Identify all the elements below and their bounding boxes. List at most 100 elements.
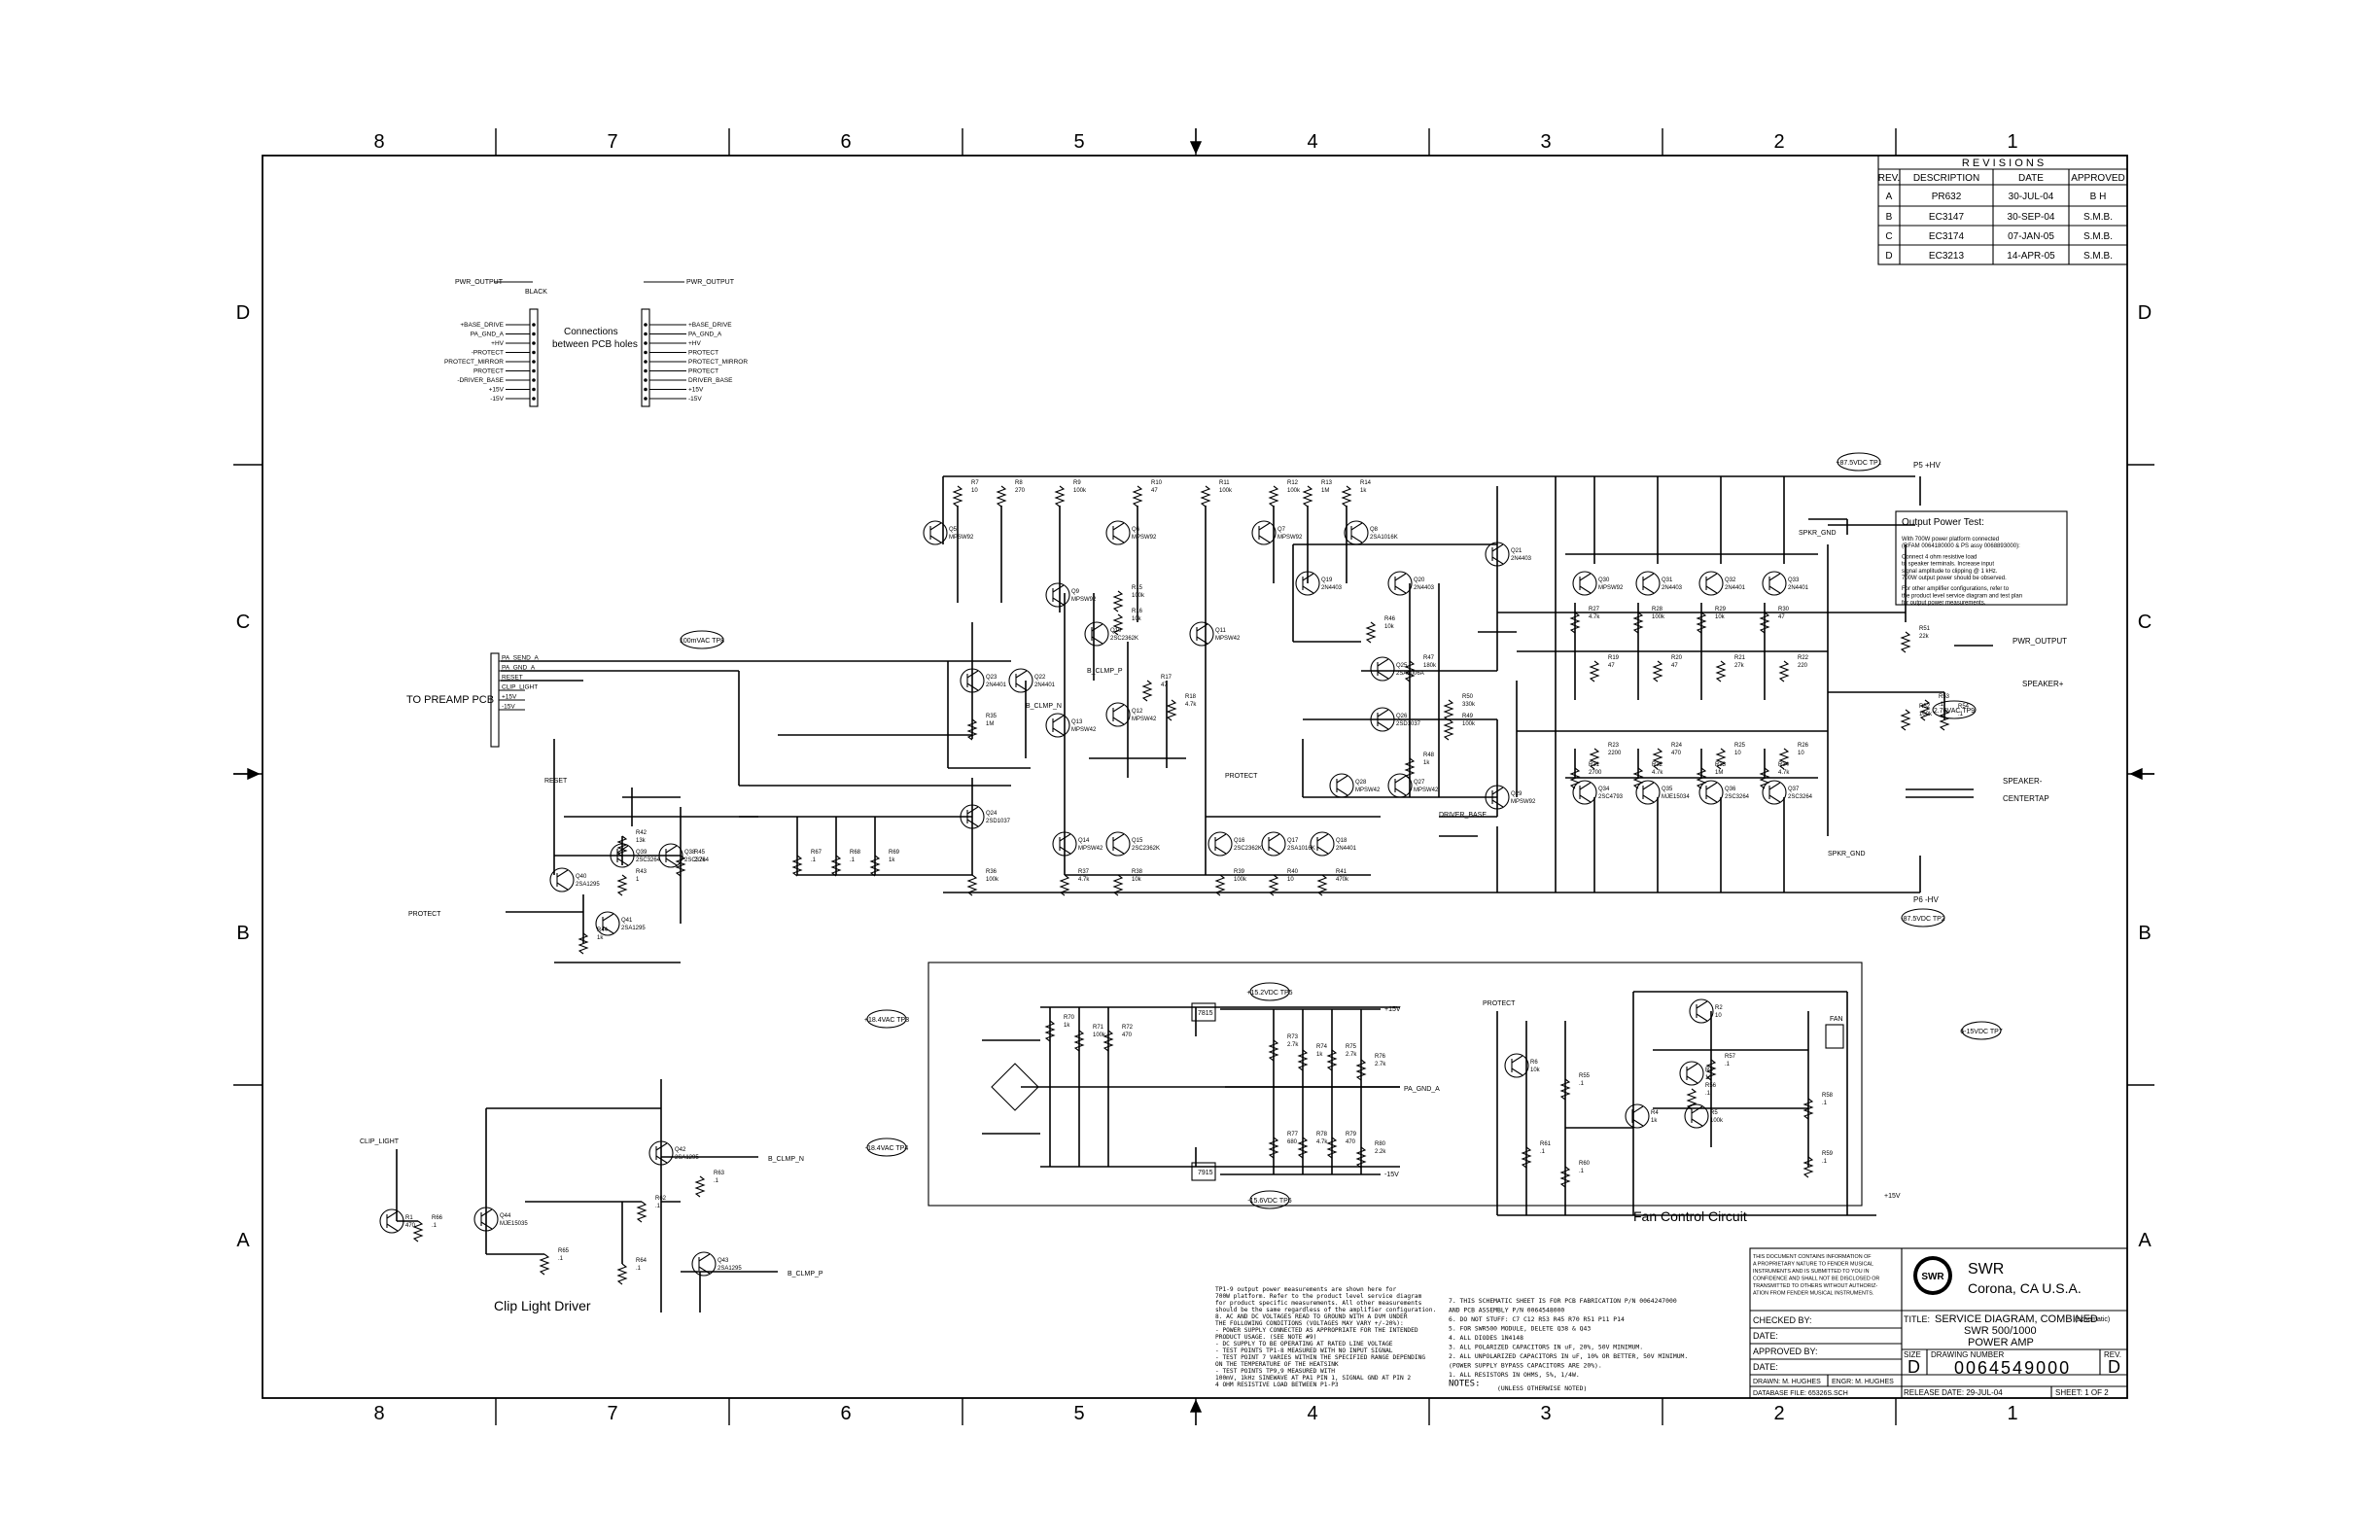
component-value: 100k bbox=[1710, 1118, 1724, 1124]
resistor-symbol bbox=[1316, 874, 1328, 896]
transistor-symbol bbox=[1684, 1103, 1709, 1129]
grid-column-labels: 8 7 6 5 4 3 2 1 8 7 6 5 4 3 2 1 bbox=[373, 131, 2017, 1424]
note-left-line: ON THE TEMPERATURE OF THE HEATSINK bbox=[1215, 1361, 1339, 1368]
approved-by: APPROVED BY: bbox=[1753, 1347, 1818, 1356]
svg-text:5: 5 bbox=[1073, 131, 1084, 153]
component-designator: R28 bbox=[1652, 607, 1663, 612]
size-value: D bbox=[1908, 1357, 1920, 1377]
main-amplifier-circuit: TO PREAMP PCB PA_SEND_APA_GND_ARESETCLIP… bbox=[406, 475, 1993, 963]
company-location: Corona, CA U.S.A. bbox=[1968, 1280, 2082, 1296]
component-designator: R39 bbox=[1234, 869, 1245, 875]
component-value: 2SC4793 bbox=[1598, 794, 1624, 800]
svg-text:2: 2 bbox=[1773, 1403, 1784, 1424]
confidential-line: ATION FROM FENDER MUSICAL INSTRUMENTS. bbox=[1753, 1291, 1873, 1297]
preamp-pin-label: -15V bbox=[502, 704, 515, 711]
component-designator: R29 bbox=[1715, 607, 1727, 612]
component-designator: R22 bbox=[1798, 655, 1809, 661]
component-value: MPSW92 bbox=[1132, 535, 1157, 541]
component-value: 2700 bbox=[1589, 770, 1602, 776]
resistor-symbol bbox=[1632, 767, 1644, 789]
svg-text:DESCRIPTION: DESCRIPTION bbox=[1913, 173, 1979, 184]
component-designator: Q26 bbox=[1396, 714, 1408, 719]
note-right-line: 4. ALL DIODES 1N4148 bbox=[1449, 1334, 1523, 1342]
revisions-title: R E V I S I O N S bbox=[1962, 158, 2044, 169]
resistor-symbol bbox=[1302, 485, 1313, 508]
component-value: 180k bbox=[1423, 663, 1437, 669]
output-test-line: signal amplitude to clipping @ 1 kHz. bbox=[1902, 569, 1998, 575]
transistor-symbol bbox=[1689, 998, 1714, 1024]
output-test-line: For other amplifier configurations, refe… bbox=[1902, 586, 2010, 592]
component-value: 2SC3264 bbox=[1725, 794, 1750, 800]
transistor-symbol bbox=[1572, 780, 1597, 805]
component-designator: R48 bbox=[1423, 752, 1435, 758]
connector-left-pin-label: PROTECT_MIRROR bbox=[444, 359, 504, 366]
component-designator: R61 bbox=[1540, 1141, 1552, 1147]
test-point-tp7: 6-15VDC TP7 bbox=[1960, 1021, 2003, 1040]
component-designator: Q32 bbox=[1725, 578, 1736, 583]
component-value: .1 bbox=[1939, 702, 1944, 708]
svg-text:5: 5 bbox=[1073, 1403, 1084, 1424]
component-value: MPSW92 bbox=[1278, 535, 1303, 541]
transistors bbox=[379, 520, 1787, 1277]
component-designator: R54 bbox=[1958, 704, 1970, 710]
component-designator: R63 bbox=[714, 1171, 725, 1176]
component-value: 1M bbox=[1715, 770, 1723, 776]
connector-left-pin-label: -15V bbox=[490, 396, 504, 402]
note-left-line: - TEST POINT 7 VARIES WITHIN THE SPECIFI… bbox=[1215, 1354, 1425, 1361]
component-value: 47 bbox=[1671, 663, 1678, 669]
checked-by: CHECKED BY: bbox=[1753, 1315, 1812, 1325]
resistor-symbol bbox=[1112, 613, 1124, 636]
svg-text:C: C bbox=[2138, 612, 2152, 633]
confidential-line: TRANSMITTED TO OTHERS WITHOUT AUTHORIZ- bbox=[1753, 1283, 1877, 1289]
svg-text:6-15VDC TP7: 6-15VDC TP7 bbox=[1960, 1029, 2003, 1035]
svg-text:14-APR-05: 14-APR-05 bbox=[2007, 251, 2055, 262]
connector-right-pin-label: -15V bbox=[688, 396, 702, 402]
component-value: 2SA1016K bbox=[1370, 535, 1398, 541]
component-value: .1 bbox=[1579, 1169, 1585, 1174]
component-value: 2SA1295 bbox=[621, 926, 646, 931]
component-designator: R34 bbox=[1778, 762, 1790, 768]
revisions-table: R E V I S I O N S REV. DESCRIPTION DATE … bbox=[1877, 155, 2128, 265]
fan-control-circuit: FAN +15V PROTECT bbox=[1483, 991, 1901, 1216]
component-value: 470 bbox=[405, 1223, 416, 1229]
net-spkr-gnd-2: SPKR_GND bbox=[1828, 851, 1866, 858]
connections-label-1: Connections bbox=[564, 327, 618, 337]
svg-text:A: A bbox=[1886, 192, 1893, 202]
component-value: MPSW42 bbox=[1414, 788, 1439, 793]
component-value: 1M bbox=[1321, 488, 1329, 494]
svg-text:+87.5VDC TP1: +87.5VDC TP1 bbox=[1836, 460, 1881, 467]
component-value: 1k bbox=[1360, 488, 1367, 494]
component-value: 100k bbox=[986, 877, 999, 883]
resistor-symbol bbox=[966, 718, 978, 741]
resistor-symbol bbox=[1900, 631, 1911, 653]
svg-text:EC3147: EC3147 bbox=[1929, 212, 1965, 223]
svg-text:S.M.B.: S.M.B. bbox=[2083, 212, 2113, 223]
component-designator: R64 bbox=[636, 1258, 648, 1264]
component-value: 2SA1016K bbox=[1287, 846, 1315, 852]
component-value: 470 bbox=[1346, 1139, 1356, 1145]
component-value: .1 bbox=[714, 1178, 719, 1184]
transistor-symbol bbox=[923, 520, 948, 545]
svg-text:7: 7 bbox=[607, 1403, 617, 1424]
component-value: 2SA1295 bbox=[675, 1155, 699, 1161]
component-value: 1k bbox=[1423, 760, 1430, 766]
svg-text:D: D bbox=[1885, 251, 1892, 262]
transistor-symbol bbox=[549, 867, 575, 892]
resistor-symbol bbox=[1569, 767, 1581, 789]
component-designator: Q35 bbox=[1662, 787, 1673, 792]
component-value: 4.7k bbox=[1652, 770, 1663, 776]
svg-text:1: 1 bbox=[2007, 131, 2017, 153]
transistor-symbol bbox=[595, 911, 620, 936]
resistor-symbol bbox=[1200, 485, 1211, 508]
connections-label-2: between PCB holes bbox=[552, 339, 638, 350]
component-value: 1k bbox=[597, 935, 604, 941]
component-designator: R20 bbox=[1671, 655, 1683, 661]
notes-left: TP1-9 output power measurements are show… bbox=[1215, 1286, 1436, 1388]
svg-text:-18.4VAC TP4: -18.4VAC TP4 bbox=[865, 1145, 909, 1152]
resistor-symbol bbox=[1652, 660, 1663, 682]
component-value: 10 bbox=[1798, 751, 1804, 756]
component-designator: R19 bbox=[1608, 655, 1620, 661]
component-designator: R11 bbox=[1219, 480, 1230, 486]
connector-right-pin-label: DRIVER_BASE bbox=[688, 377, 733, 384]
component-designator: R77 bbox=[1287, 1132, 1299, 1138]
